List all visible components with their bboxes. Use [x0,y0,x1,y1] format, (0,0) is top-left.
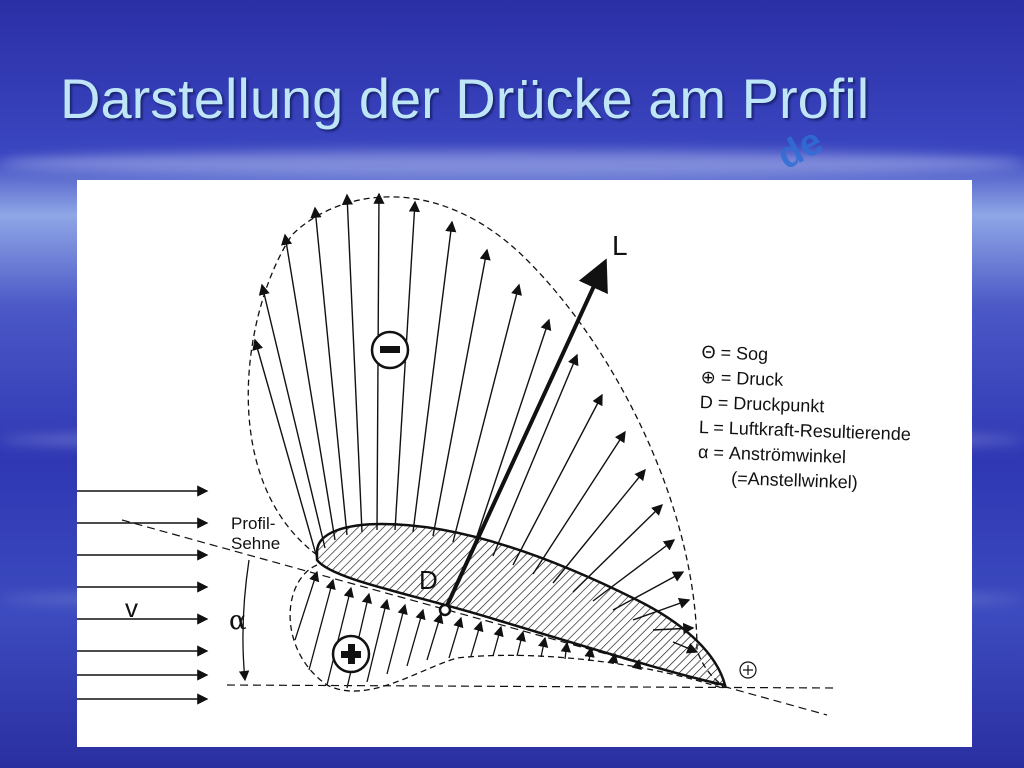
airfoil-profile [315,522,727,687]
chord-label-line1: Profil- [231,514,276,533]
freestream-line [226,684,838,689]
suction-arrows [252,192,699,654]
lift-label: L [612,230,628,261]
slide-number: 2 [964,726,972,742]
freestream-arrows [77,485,209,705]
minus-circle-icon [370,330,410,370]
angle-label: α [229,606,247,636]
chord-label: Profil- Sehne [231,514,280,554]
plus-circle-icon [331,634,371,674]
diagram-panel: L D v α Profil- Sehne Θ = Sog ⊕ = Druck … [77,180,972,747]
airfoil-pressure-diagram [77,192,838,716]
chord-label-line2: Sehne [231,534,281,553]
pressure-point-label: D [419,565,438,595]
legend: Θ = Sog ⊕ = Druck D = Druckpunkt L = Luf… [697,340,972,499]
slide-title: Darstellung der Drücke am Profil [60,67,870,130]
suction-envelope [247,196,724,689]
pressure-envelope [289,564,723,692]
velocity-label: v [125,593,138,623]
chord-line [121,519,828,716]
small-plus-circle-icon [739,661,757,679]
angle-arc [238,559,250,682]
pressure-point [438,603,452,617]
background-streak [0,150,1024,176]
lift-vector [443,258,608,611]
